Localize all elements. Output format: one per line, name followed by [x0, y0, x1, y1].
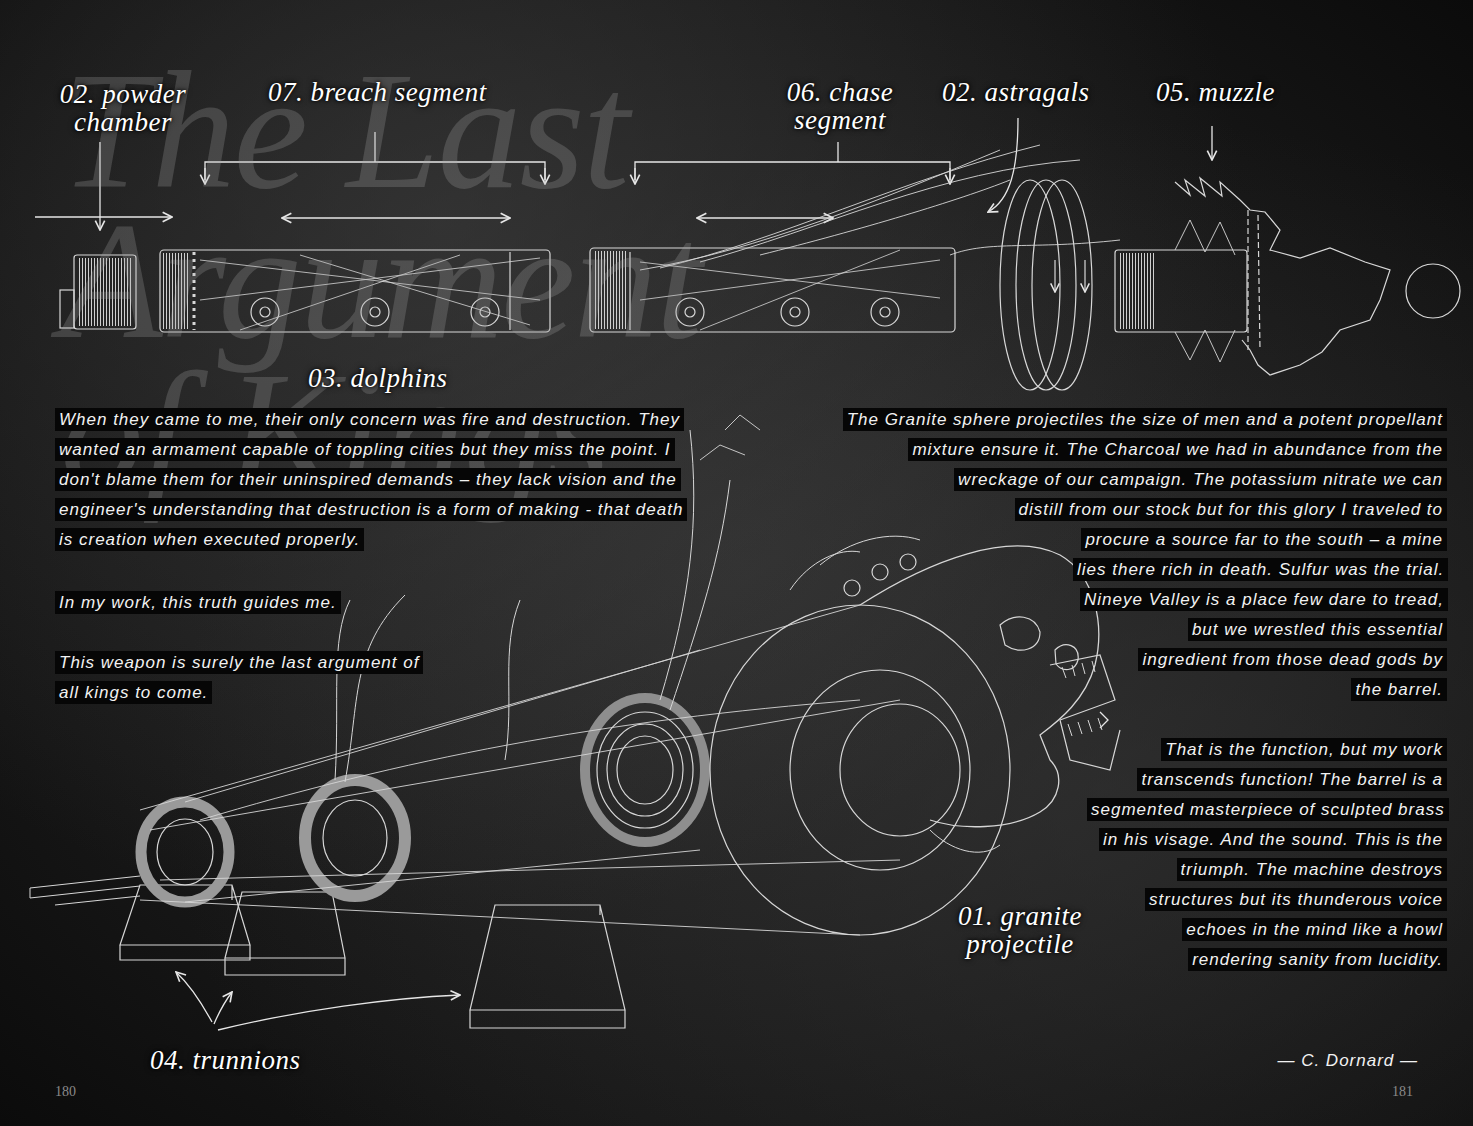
journal-text: The Granite sphere projectiles the size …: [843, 408, 1449, 701]
journal-paragraph: The Granite sphere projectiles the size …: [795, 405, 1447, 705]
journal-text: This weapon is surely the last argument …: [55, 651, 423, 704]
part-label: 03. dolphins: [308, 364, 448, 392]
part-label: 01. granite projectile: [950, 902, 1090, 958]
part-label: 02. powder chamber: [48, 80, 198, 136]
part-label: 04. trunnions: [150, 1046, 301, 1074]
page-number: 181: [1392, 1084, 1413, 1100]
journal-text: In my work, this truth guides me.: [55, 588, 695, 618]
part-label: 06. chase segment: [780, 78, 900, 134]
part-label: 07. breach segment: [268, 78, 487, 106]
journal-paragraph: That is the function, but my work transc…: [795, 735, 1447, 975]
signature: — C. Dornard —: [1218, 1046, 1418, 1076]
journal-text: That is the function, but my work transc…: [1087, 738, 1449, 971]
journal-column: The Granite sphere projectiles the size …: [795, 405, 1447, 1025]
journal-text: When they came to me, their only concern…: [55, 408, 687, 551]
part-label: 02. astragals: [942, 78, 1090, 106]
journal-text: In my work, this truth guides me.: [55, 591, 341, 614]
journal-text: When they came to me, their only concern…: [55, 405, 695, 555]
part-label: 05. muzzle: [1156, 78, 1275, 106]
page-number: 180: [55, 1084, 76, 1100]
journal-text: This weapon is surely the last argument …: [55, 648, 435, 708]
